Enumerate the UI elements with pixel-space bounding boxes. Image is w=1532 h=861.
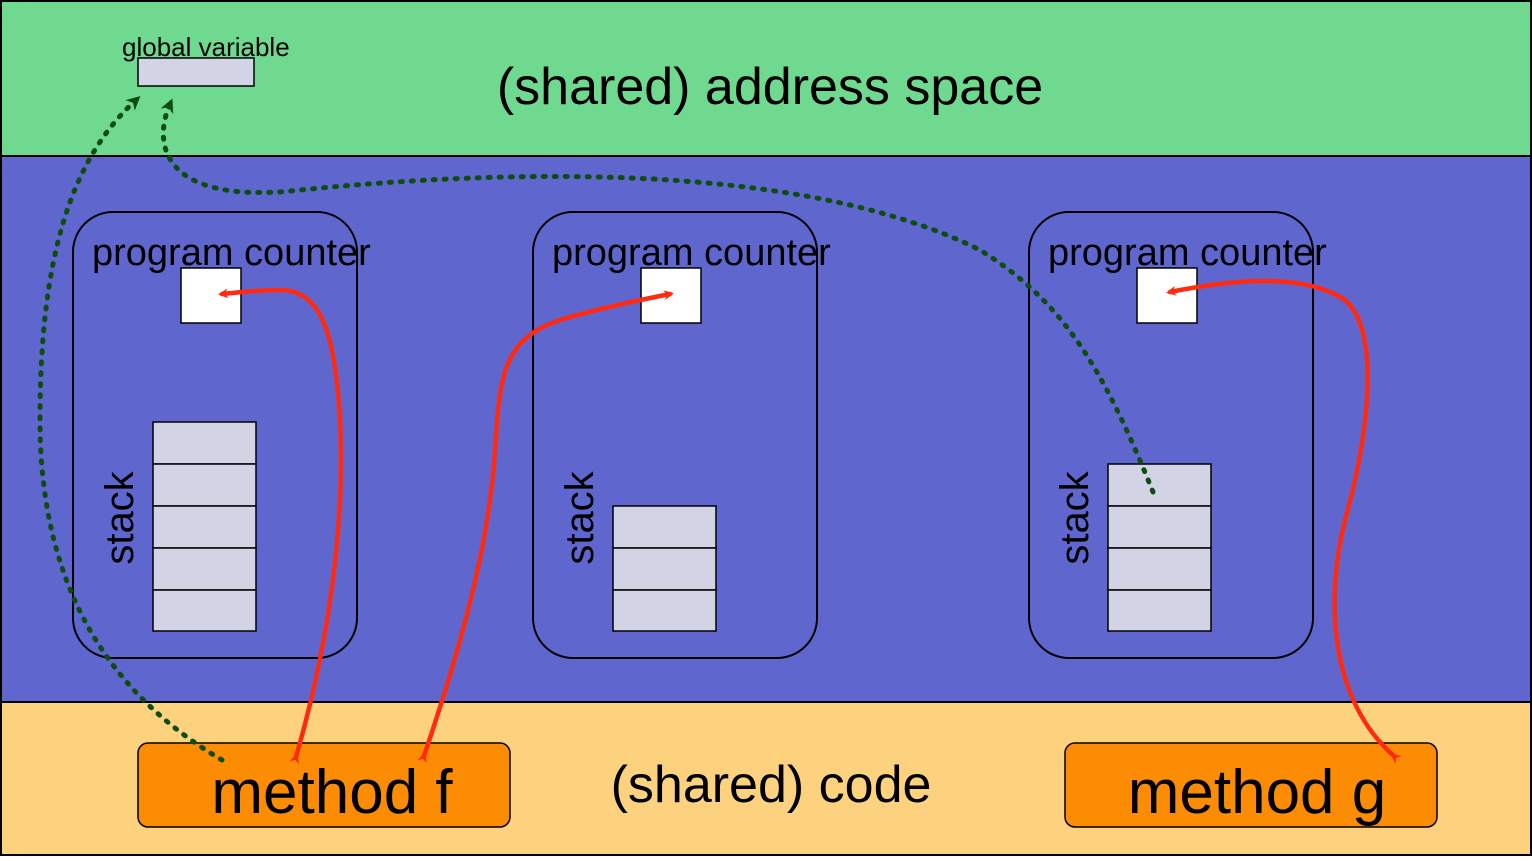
thread-1-program-counter [180, 267, 242, 324]
address-space-region [0, 0, 1532, 157]
address-space-label: (shared) address space [497, 58, 1043, 116]
stack-frame [1107, 505, 1212, 549]
stack-frame [152, 421, 257, 465]
stack-frame [612, 589, 717, 632]
thread-2-stack-label: stack [558, 470, 602, 564]
thread-3-program-counter [1136, 267, 1198, 324]
pc-arrow-thread-3 [1166, 278, 1402, 764]
pc-arrow-thread-1 [218, 287, 344, 765]
thread-1-pc-label: program counter [92, 232, 371, 274]
pc-arrow-thread-2 [417, 290, 674, 764]
access-arrow-method-f-to-global [37, 95, 225, 763]
stack-frame [1107, 547, 1212, 591]
method-f-label: method f [211, 758, 453, 827]
thread-3-pc-label: program counter [1048, 232, 1327, 274]
thread-1-stack-label: stack [98, 470, 142, 564]
method-g-label: method g [1128, 758, 1387, 827]
thread-3-stack [1107, 463, 1212, 632]
stack-frame [1107, 463, 1212, 507]
stack-frame [152, 547, 257, 591]
stack-frame [1107, 589, 1212, 632]
stack-frame [152, 505, 257, 549]
access-arrow-thread-3-stack-to-global [160, 98, 1156, 495]
global-variable-label: global variable [122, 32, 290, 62]
stack-frame [152, 589, 257, 632]
thread-1-container [72, 211, 358, 659]
thread-2-pc-label: program counter [552, 232, 831, 274]
thread-1-stack [152, 421, 257, 632]
stack-frame [612, 505, 717, 549]
thread-3-stack-label: stack [1053, 470, 1097, 564]
code-label: (shared) code [611, 756, 932, 814]
global-variable-box [137, 57, 255, 87]
thread-2-stack [612, 505, 717, 632]
stack-frame [612, 547, 717, 591]
stack-frame [152, 463, 257, 507]
